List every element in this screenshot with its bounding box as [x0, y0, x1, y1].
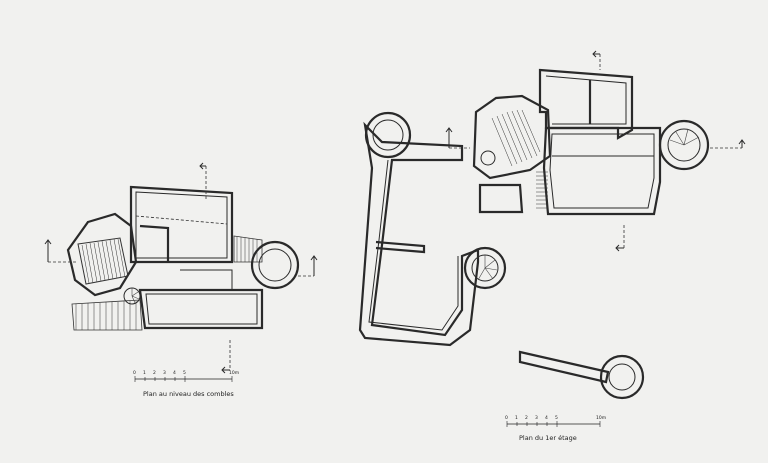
caption-first-floor-plan: Plan du 1er étage — [519, 434, 577, 442]
plan-attic-level — [44, 162, 318, 374]
scale-tick-4: 4 — [545, 415, 548, 421]
scale-tick-5: 5 — [183, 370, 186, 376]
scale-bar-first-floor: 0 1 2 3 4 5 10m — [505, 415, 606, 427]
hatched-connector — [233, 235, 263, 263]
scale-end-label: 10m — [596, 415, 606, 421]
hatched-stair-run — [536, 171, 548, 209]
scale-tick-3: 3 — [163, 370, 166, 376]
scale-tick-0: 0 — [133, 370, 136, 376]
scale-end-label: 10m — [229, 370, 239, 376]
scale-tick-4: 4 — [173, 370, 176, 376]
scale-tick-2: 2 — [153, 370, 156, 376]
scale-tick-1: 1 — [143, 370, 146, 376]
scale-bar-attic: 0 1 2 3 4 5 10m — [133, 370, 239, 382]
hatched-stair-block — [77, 237, 129, 285]
hatched-stair-first-floor — [491, 109, 541, 167]
hatched-wall-mass — [71, 299, 143, 331]
scale-tick-2: 2 — [525, 415, 528, 421]
plan-first-floor — [358, 50, 746, 400]
scale-tick-3: 3 — [535, 415, 538, 421]
scale-tick-1: 1 — [515, 415, 518, 421]
scale-tick-5: 5 — [555, 415, 558, 421]
scale-tick-0: 0 — [505, 415, 508, 421]
caption-attic-plan: Plan au niveau des combles — [143, 390, 234, 398]
